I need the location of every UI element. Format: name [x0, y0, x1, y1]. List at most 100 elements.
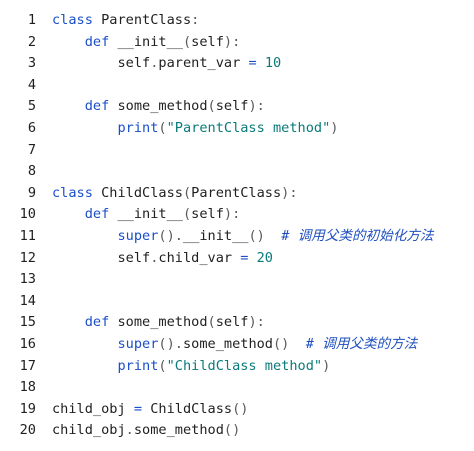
- line-number: 11: [19, 227, 36, 244]
- line-number: 3: [27, 55, 36, 72]
- line-number: 15: [19, 314, 36, 331]
- code-line[interactable]: 18: [0, 377, 474, 399]
- code-text[interactable]: class ChildClass(ParentClass):: [52, 183, 298, 205]
- line-number: 19: [19, 400, 36, 417]
- code-keyword: super: [117, 335, 159, 352]
- code-token: ):: [248, 98, 265, 115]
- code-token: self: [191, 33, 224, 50]
- code-token: [52, 228, 117, 244]
- code-token: .: [150, 249, 159, 266]
- code-token: some_method: [109, 314, 208, 331]
- code-token: self: [52, 55, 151, 72]
- code-token: some_method: [109, 98, 208, 115]
- code-token: [52, 120, 117, 136]
- line-number: 9: [27, 184, 36, 201]
- code-line[interactable]: 20 child_obj.some_method(): [0, 420, 474, 442]
- code-text[interactable]: child_obj = ChildClass(): [52, 399, 248, 421]
- code-line[interactable]: 17 print("ChildClass method"): [0, 356, 474, 378]
- code-token: ):: [223, 206, 241, 223]
- code-line[interactable]: 8: [0, 161, 474, 183]
- code-line[interactable]: 16 super().some_method() # 调用父类的方法: [0, 334, 474, 356]
- code-line[interactable]: 3 self.parent_var = 10: [0, 53, 474, 75]
- code-token: (): [223, 422, 241, 439]
- code-comment: # 调用父类的初始化方法: [281, 227, 434, 244]
- code-token: some_method: [182, 335, 273, 352]
- line-number: 2: [27, 33, 36, 50]
- code-line[interactable]: 11 super().__init__() # 调用父类的初始化方法: [0, 226, 474, 248]
- code-token: (: [158, 119, 167, 136]
- code-token: parent_var: [158, 55, 249, 72]
- code-line[interactable]: 9 class ChildClass(ParentClass):: [0, 183, 474, 205]
- code-line[interactable]: 13: [0, 269, 474, 291]
- code-text[interactable]: def some_method(self):: [52, 96, 265, 118]
- code-token: =: [133, 400, 143, 417]
- code-token: ().: [158, 227, 183, 244]
- code-token: ): [322, 357, 331, 374]
- code-token: [257, 55, 265, 71]
- code-line[interactable]: 14: [0, 291, 474, 313]
- code-text[interactable]: def __init__(self):: [52, 32, 241, 54]
- code-token: ParentClass: [92, 12, 192, 28]
- code-keyword: super: [117, 227, 159, 244]
- line-number: 20: [19, 422, 36, 439]
- line-number: 6: [27, 119, 36, 136]
- code-token: [289, 336, 305, 352]
- code-token: ): [330, 119, 339, 136]
- code-token: ChildClass: [142, 400, 233, 417]
- code-token: [52, 314, 85, 330]
- code-line[interactable]: 15 def some_method(self):: [0, 312, 474, 334]
- code-text[interactable]: self.child_var = 20: [52, 248, 273, 270]
- code-line[interactable]: 5 def some_method(self):: [0, 96, 474, 118]
- code-line[interactable]: 19 child_obj = ChildClass(): [0, 399, 474, 421]
- code-line[interactable]: 7: [0, 140, 474, 162]
- line-number: 17: [19, 357, 36, 374]
- code-keyword: def: [84, 206, 110, 223]
- code-keyword: print: [117, 357, 159, 374]
- code-keyword: def: [84, 98, 110, 115]
- code-keyword: def: [84, 314, 110, 331]
- code-text[interactable]: print("ParentClass method"): [52, 118, 338, 140]
- code-text[interactable]: def __init__(self):: [52, 204, 241, 226]
- code-token: (: [182, 184, 192, 201]
- code-token: 20: [256, 249, 273, 266]
- code-token: [248, 250, 256, 266]
- code-token: (): [273, 335, 290, 352]
- code-token: ParentClass: [191, 184, 282, 201]
- code-line[interactable]: 4: [0, 75, 474, 97]
- code-text[interactable]: print("ChildClass method"): [52, 356, 330, 378]
- code-text[interactable]: child_obj.some_method(): [52, 420, 240, 442]
- code-line[interactable]: 2 def __init__(self):: [0, 32, 474, 54]
- code-token: [52, 98, 85, 114]
- code-token: child_obj: [52, 422, 126, 439]
- code-token: __init__: [109, 206, 183, 223]
- line-number: 16: [19, 335, 36, 352]
- code-token: __init__: [109, 33, 183, 50]
- line-number: 13: [19, 271, 36, 288]
- line-number: 1: [27, 12, 36, 28]
- code-line[interactable]: 12 self.child_var = 20: [0, 248, 474, 270]
- code-token: self: [215, 98, 249, 115]
- code-token: (: [207, 314, 216, 331]
- code-text[interactable]: self.parent_var = 10: [52, 53, 281, 75]
- code-token: 10: [264, 55, 282, 72]
- code-token: child_obj: [52, 400, 134, 417]
- code-token: [265, 228, 281, 244]
- code-token: =: [240, 249, 249, 266]
- code-line[interactable]: 1 class ParentClass:: [0, 10, 474, 32]
- code-text[interactable]: super().some_method() # 调用父类的方法: [52, 334, 417, 356]
- code-text[interactable]: super().__init__() # 调用父类的初始化方法: [52, 226, 434, 248]
- code-token: [52, 34, 85, 50]
- code-token: self: [191, 206, 224, 223]
- code-token: =: [248, 55, 257, 72]
- code-text[interactable]: def some_method(self):: [52, 312, 265, 334]
- code-text[interactable]: class ParentClass:: [52, 10, 199, 32]
- code-line[interactable]: 10 def __init__(self):: [0, 204, 474, 226]
- code-token: (: [182, 206, 192, 223]
- code-line[interactable]: 6 print("ParentClass method"): [0, 118, 474, 140]
- code-token: (: [158, 357, 167, 374]
- code-keyword: def: [84, 33, 110, 50]
- code-token: (): [232, 400, 249, 417]
- code-token: :: [191, 12, 200, 28]
